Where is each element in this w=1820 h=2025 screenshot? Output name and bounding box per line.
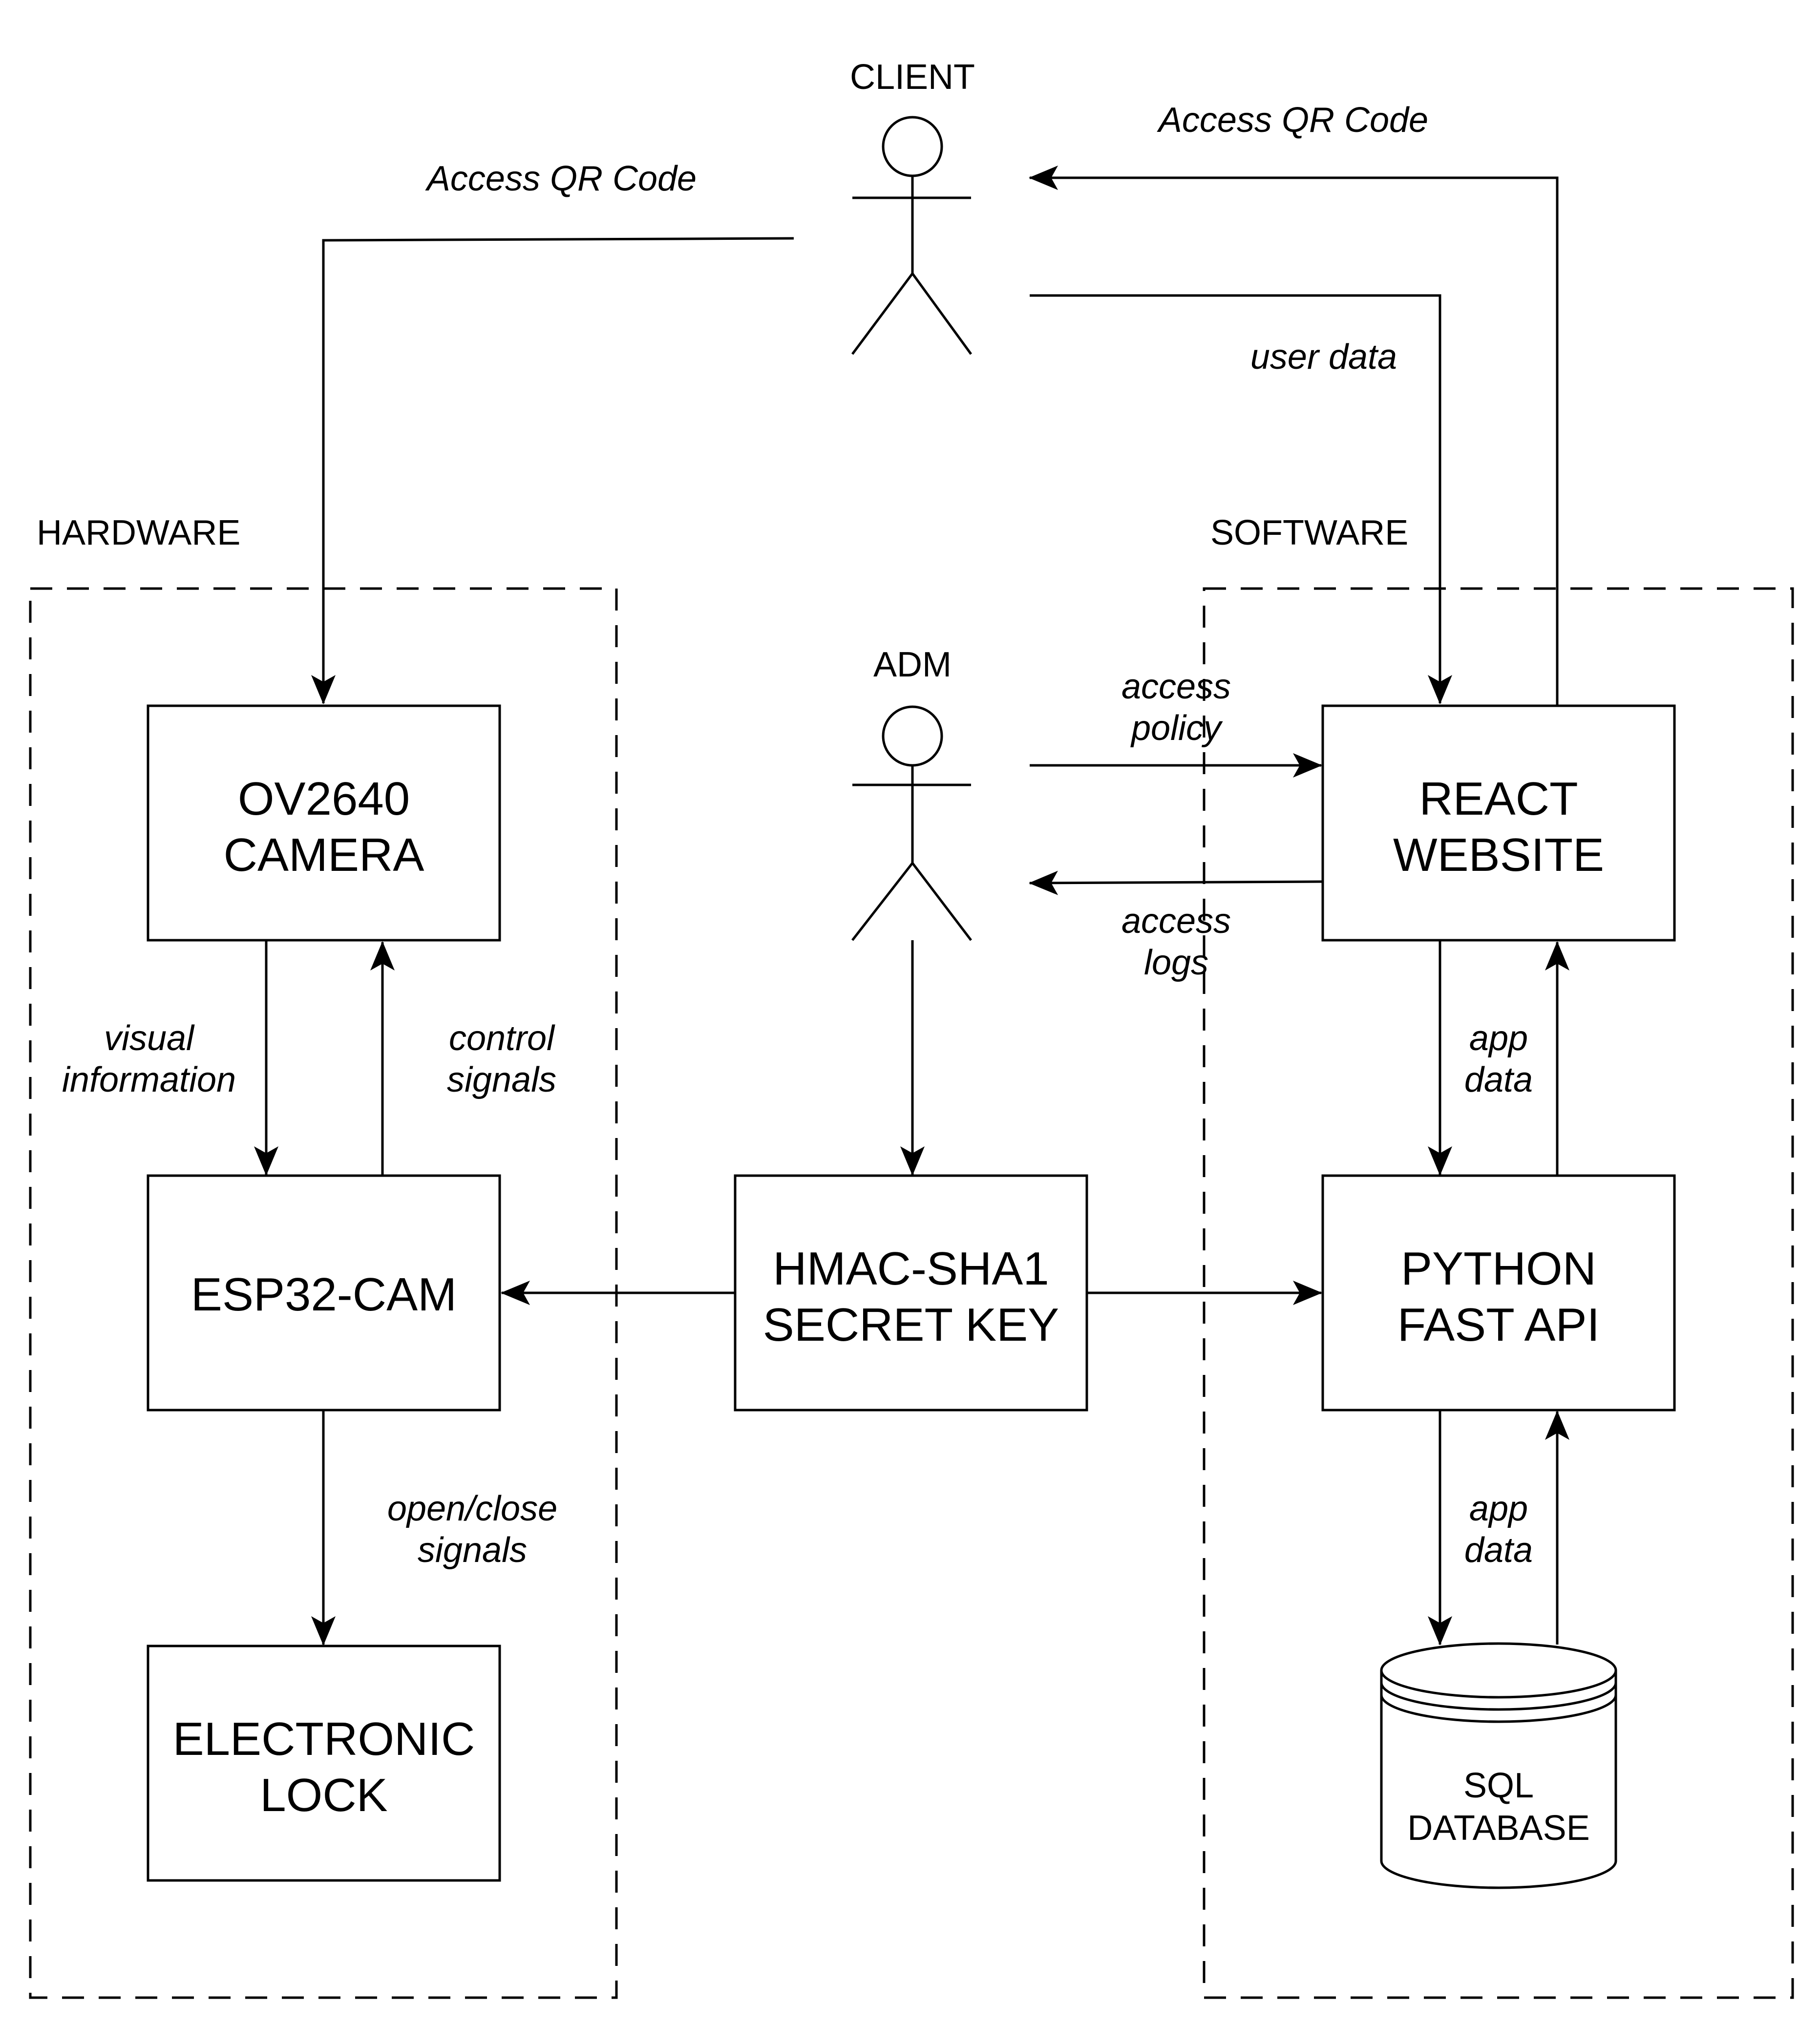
admin-actor: ADM <box>851 645 972 941</box>
edge-label-camera-to-esp32-2: information <box>62 1060 236 1099</box>
edge-labels: Access QR Code Access QR Code user data … <box>62 101 1533 1570</box>
edge-react-to-admin <box>1029 870 1323 895</box>
edge-label-esp32-to-lock-1: open/close <box>387 1489 557 1528</box>
lock-node: ELECTRONIC LOCK <box>147 1645 501 1882</box>
edge-label-api-database-2: data <box>1464 1531 1533 1570</box>
react-node-line-2: WEBSITE <box>1393 829 1604 881</box>
edge-label-camera-to-esp32-1: visual <box>104 1019 195 1058</box>
database-node-line-2: DATABASE <box>1407 1809 1589 1848</box>
lock-node-line-1: ELECTRONIC <box>173 1713 475 1765</box>
connectors <box>254 166 1569 1645</box>
edge-client-to-camera <box>311 237 794 704</box>
database-cylinder-icon <box>1380 1642 1617 1889</box>
software-group-label: SOFTWARE <box>1210 513 1408 552</box>
admin-stick-figure-icon <box>851 705 972 941</box>
edge-label-react-to-admin-2: logs <box>1144 943 1208 982</box>
esp32-node-line-1: ESP32-CAM <box>191 1268 457 1321</box>
edge-label-client-to-react: user data <box>1250 338 1397 377</box>
api-node: PYTHON FAST API <box>1321 1174 1676 1412</box>
react-node: REACT WEBSITE <box>1321 704 1676 942</box>
camera-node-line-2: CAMERA <box>224 829 424 881</box>
software-group: SOFTWARE <box>1203 513 1794 1999</box>
edge-label-esp32-to-camera-2: signals <box>447 1060 556 1099</box>
camera-node: OV2640 CAMERA <box>147 704 501 942</box>
client-stick-figure-icon <box>851 116 973 355</box>
edge-label-react-api-1: app <box>1469 1019 1528 1058</box>
hmac-node-line-2: SECRET KEY <box>763 1299 1059 1351</box>
edge-label-admin-to-react-1: access <box>1122 667 1231 706</box>
database-node: SQL DATABASE <box>1380 1642 1617 1889</box>
esp32-node: ESP32-CAM <box>147 1174 501 1412</box>
api-node-line-2: FAST API <box>1397 1299 1600 1351</box>
client-actor: CLIENT <box>850 58 975 355</box>
edge-label-api-database-1: app <box>1469 1489 1528 1528</box>
lock-node-line-2: LOCK <box>260 1769 387 1821</box>
edge-react-to-client <box>1029 166 1559 707</box>
edge-label-client-to-camera: Access QR Code <box>425 159 697 198</box>
edge-label-react-to-admin-1: access <box>1122 902 1231 941</box>
hmac-node: HMAC-SHA1 SECRET KEY <box>734 1174 1088 1412</box>
api-node-line-1: PYTHON <box>1401 1243 1596 1295</box>
edge-label-esp32-to-lock-2: signals <box>418 1531 527 1570</box>
edge-label-esp32-to-camera-1: control <box>449 1019 555 1058</box>
admin-actor-label: ADM <box>873 645 952 684</box>
edge-label-react-api-2: data <box>1464 1060 1533 1099</box>
client-actor-label: CLIENT <box>850 58 975 97</box>
react-node-line-1: REACT <box>1419 773 1578 825</box>
camera-node-line-1: OV2640 <box>238 773 410 825</box>
edge-client-to-react <box>1030 294 1452 704</box>
edge-label-admin-to-react-2: policy <box>1130 709 1223 748</box>
hardware-group-label: HARDWARE <box>37 513 240 552</box>
database-node-line-1: SQL <box>1463 1766 1534 1805</box>
edge-label-react-to-client: Access QR Code <box>1157 101 1428 140</box>
hmac-node-line-1: HMAC-SHA1 <box>773 1243 1049 1295</box>
